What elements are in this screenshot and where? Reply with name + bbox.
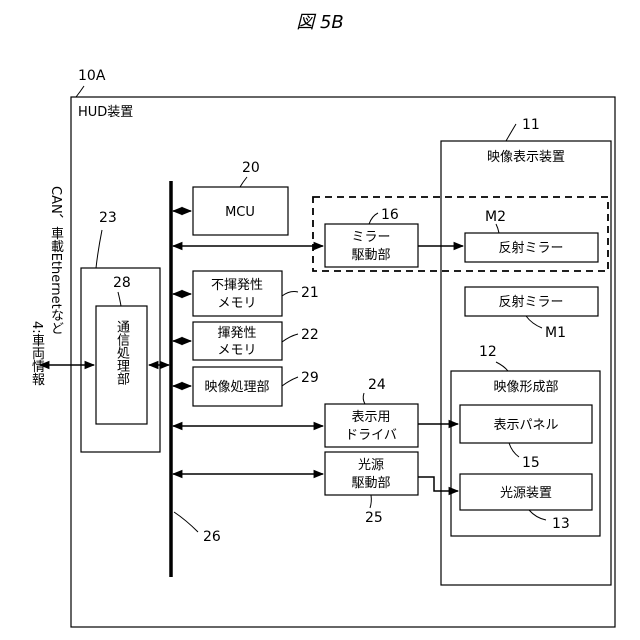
mcu-leader: [240, 177, 247, 187]
video-display-ref: 11: [522, 117, 540, 133]
light-drive-leader: [370, 495, 371, 508]
mirror-drive-line1: ミラー: [351, 230, 390, 245]
bus-leader: [174, 512, 198, 532]
hud-device-leader: [76, 86, 84, 97]
mirror-drive-leader: [369, 213, 378, 224]
video-processor-label: 映像処理部: [204, 380, 269, 395]
video-display-box: [441, 141, 611, 585]
mirror-m2-label: 反射ミラー: [498, 240, 563, 256]
video-display-label: 映像表示装置: [487, 150, 565, 165]
volatile-memory-leader: [282, 334, 298, 342]
volatile-memory-line2: メモリ: [217, 343, 256, 358]
mcu-label: MCU: [225, 205, 255, 220]
light-source-ref: 13: [552, 516, 570, 532]
display-driver-leader: [363, 393, 365, 404]
light-source-leader: [529, 510, 546, 520]
mirror-m2-leader: [496, 224, 499, 233]
mirror-m1-ref: M1: [545, 325, 566, 341]
vehicle-info-label: 4:車両情報: [29, 321, 44, 386]
comm-unit-leader: [96, 230, 102, 268]
image-forming-label: 映像形成部: [493, 380, 558, 395]
nonvolatile-memory-line2: メモリ: [217, 296, 256, 311]
figure-title: 図 5B: [296, 12, 344, 33]
volatile-memory-ref: 22: [301, 327, 319, 343]
light-drive-line1: 光源: [358, 458, 384, 473]
video-processor-ref: 29: [301, 370, 319, 386]
mirror-m1-leader: [526, 316, 542, 328]
nonvolatile-memory-leader: [282, 292, 298, 297]
mirror-drive-line2: 駆動部: [351, 248, 390, 263]
volatile-memory-line1: 揮発性: [217, 326, 256, 341]
video-processor-leader: [282, 377, 298, 386]
display-panel-label: 表示パネル: [493, 418, 558, 433]
mirror-drive-ref: 16: [381, 207, 399, 223]
display-driver-line2: ドライバ: [345, 428, 397, 443]
light-source-label: 光源装置: [500, 486, 552, 501]
image-forming-ref: 12: [479, 344, 497, 360]
light-drive-ref: 25: [365, 510, 383, 526]
comm-processor-leader: [118, 292, 121, 306]
light-drive-line2: 駆動部: [351, 476, 390, 491]
display-panel-ref: 15: [522, 455, 540, 471]
hud-device-ref: 10A: [78, 68, 106, 84]
network-label: CAN、車載Ethernetなど: [48, 186, 63, 335]
image-forming-leader: [496, 362, 508, 371]
image-forming-box: [451, 371, 600, 536]
comm-processor-label: 通信処理部: [114, 320, 129, 385]
arrow-light-drive-source: [418, 477, 458, 491]
mirror-m2-ref: M2: [485, 209, 506, 225]
bus-ref: 26: [203, 529, 221, 545]
mcu-ref: 20: [242, 160, 260, 176]
display-driver-ref: 24: [368, 377, 386, 393]
hud-device-box: [71, 97, 615, 627]
comm-processor-ref: 28: [113, 275, 131, 291]
hud-device-label: HUD装置: [78, 105, 133, 120]
comm-unit-ref: 23: [99, 210, 117, 226]
nonvolatile-memory-line1: 不揮発性: [211, 278, 263, 293]
nonvolatile-memory-ref: 21: [301, 285, 319, 301]
mirror-m1-label: 反射ミラー: [498, 294, 563, 310]
video-display-leader: [506, 124, 516, 141]
display-driver-line1: 表示用: [351, 410, 390, 425]
display-panel-leader: [509, 443, 519, 457]
